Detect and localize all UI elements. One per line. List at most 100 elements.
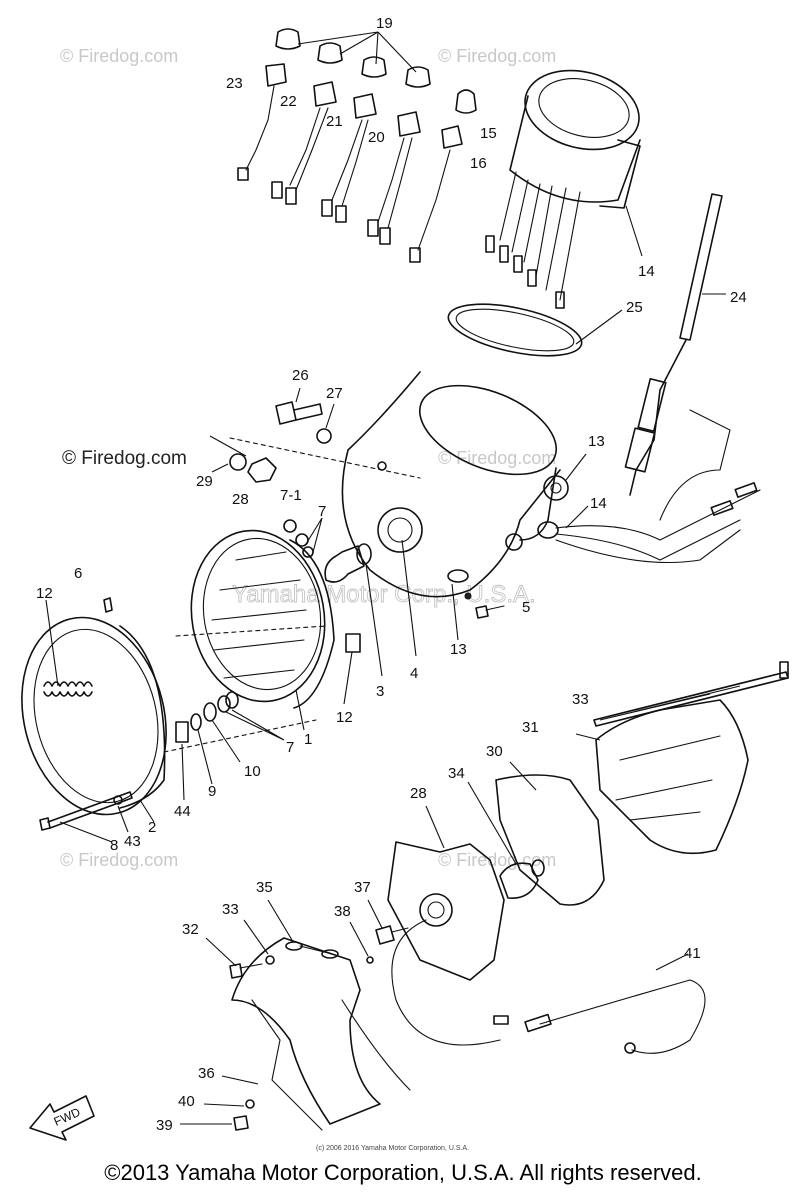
part-12-spring	[43, 681, 93, 697]
part-42-washer	[245, 1099, 255, 1109]
watermark: © Firedog.com	[62, 448, 187, 469]
part-35-bolt	[229, 963, 263, 979]
part-label: 13	[450, 641, 467, 658]
leader-1	[295, 689, 305, 731]
part-label: 30	[486, 743, 503, 760]
part-40-nut	[366, 956, 374, 964]
part-30-lamp-housing	[387, 841, 505, 1046]
leader-40	[349, 921, 369, 957]
part-label: 33	[222, 901, 239, 918]
watermark: © Firedog.com	[438, 850, 556, 870]
part-label: 19	[376, 15, 393, 32]
part-24-meter-cable	[624, 193, 723, 496]
part-32-tail-lens	[595, 699, 749, 855]
watermark: © Firedog.com	[438, 448, 556, 468]
part-25-gasket	[447, 303, 583, 357]
watermark: © Firedog.com	[438, 46, 556, 66]
leader-3	[365, 563, 383, 677]
part-43-lead-wire	[493, 979, 706, 1054]
part-label: 1	[304, 731, 312, 748]
part-label: 7	[286, 739, 294, 756]
part-label: 34	[448, 765, 465, 782]
part-3-bulb	[324, 543, 372, 583]
leader-39	[367, 899, 383, 929]
fwd-arrow-icon: FWD	[29, 1095, 95, 1141]
part-label: 23	[226, 75, 243, 92]
part-15-wire-harness	[537, 409, 761, 564]
part-label: 36	[198, 1065, 215, 1082]
part-28-nut	[247, 457, 277, 483]
part-label: 37	[354, 879, 371, 896]
part-37-tail-bracket	[231, 937, 411, 1131]
part-8-screw	[39, 791, 133, 831]
leader-31	[509, 761, 537, 791]
part-9-washer	[190, 713, 202, 731]
part-label: 31	[522, 719, 539, 736]
leader-10	[211, 719, 241, 763]
fwd-label: FWD	[52, 1105, 83, 1129]
leader-25	[575, 309, 623, 345]
part-6-screw	[103, 597, 113, 613]
part-label: 32	[182, 921, 199, 938]
part-label: 13	[588, 433, 605, 450]
part-label: 28	[232, 491, 249, 508]
part-11-clip	[345, 633, 361, 653]
part-label: 35	[256, 879, 273, 896]
copyright-footer: ©2013 Yamaha Motor Corporation, U.S.A. A…	[104, 1160, 702, 1185]
part-label: 27	[326, 385, 343, 402]
part-10-washer	[203, 702, 217, 722]
leader-9	[197, 729, 213, 785]
leader-27	[325, 403, 335, 429]
part-13-headlight-case	[341, 371, 561, 600]
part-19-bulb-caps	[275, 28, 431, 88]
part-label: 7	[318, 503, 326, 520]
part-label: 22	[280, 93, 297, 110]
leader-28	[209, 435, 247, 457]
small-copyright: (c) 2006 2016 Yamaha Motor Corporation, …	[316, 1145, 469, 1152]
leader-36	[243, 919, 269, 955]
watermark: © Firedog.com	[60, 46, 178, 66]
part-16-speedometer	[485, 69, 641, 309]
part-label: 4	[410, 665, 418, 682]
watermark: © Firedog.com	[60, 850, 178, 870]
center-watermark: Yamaha Motor Corp., U.S.A.	[232, 581, 536, 608]
leader-32	[575, 733, 601, 741]
leader-45	[181, 743, 185, 801]
leader-12	[45, 599, 59, 687]
part-45-spacer	[175, 721, 189, 743]
part-label: 38	[334, 903, 351, 920]
part-44-nut	[113, 795, 123, 805]
part-labels: 19 23 22 21 20 15 16 14 24 25 26 27 13 2…	[36, 15, 747, 1134]
part-label: 39	[156, 1117, 173, 1134]
leader-38	[221, 1075, 259, 1085]
part-36-washer	[265, 955, 275, 965]
part-39-bolt	[375, 925, 409, 945]
leader-30	[425, 805, 445, 849]
part-22-socket	[271, 81, 337, 205]
part-26-bolt	[275, 401, 323, 425]
leader-8	[59, 821, 113, 843]
part-41-bolt	[233, 1115, 249, 1131]
part-label: 26	[292, 367, 309, 384]
part-label: 16	[470, 155, 487, 172]
part-34-tail-bulb	[499, 859, 545, 899]
leader-2	[139, 799, 155, 823]
leader-37	[267, 899, 293, 941]
part-label: 29	[196, 473, 213, 490]
part-label: 41	[684, 945, 701, 962]
part-label: 28	[410, 785, 427, 802]
leader-19	[297, 31, 417, 73]
part-label: 9	[208, 783, 216, 800]
leader-15	[565, 505, 589, 529]
part-label: 15	[480, 125, 497, 142]
leader-44	[117, 805, 129, 833]
part-label: 20	[368, 129, 385, 146]
leader-33	[599, 685, 741, 721]
part-label: 14	[590, 495, 607, 512]
part-2-headlight-rim	[21, 616, 167, 816]
leader-13	[451, 583, 459, 641]
leader-4	[401, 539, 417, 657]
part-7-lower-washers	[217, 691, 239, 713]
part-1-sealed-beam	[190, 529, 335, 709]
